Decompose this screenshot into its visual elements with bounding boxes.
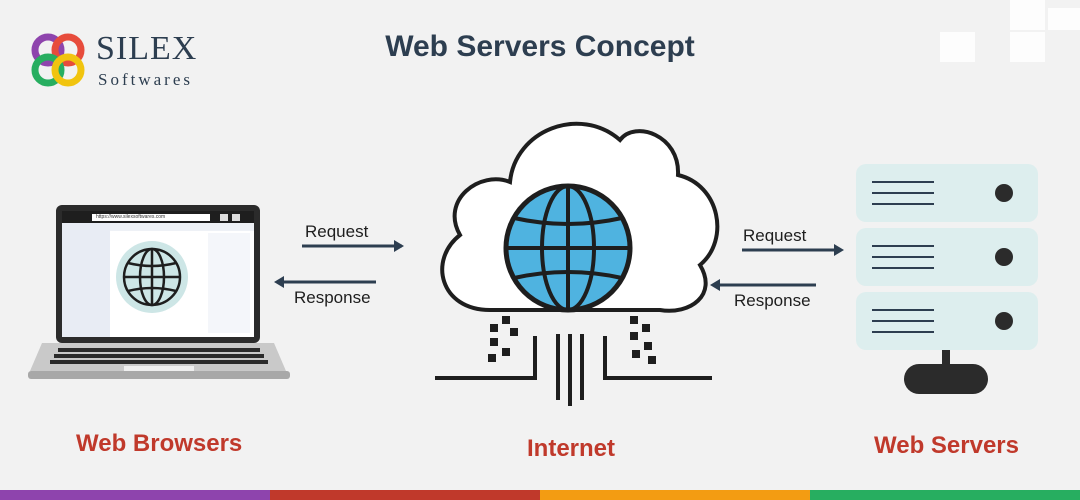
color-bar-purple	[0, 490, 270, 500]
cloud-icon	[435, 121, 720, 406]
page-title: Web Servers Concept	[385, 30, 695, 63]
brand-name: SILEX	[96, 30, 198, 67]
web-browsers-label: Web Browsers	[76, 430, 243, 457]
color-bar-orange	[540, 490, 810, 500]
decor-square	[1010, 0, 1045, 30]
browser-url[interactable]: https://www.silexsoftwares.com	[96, 214, 166, 220]
response-label-left: Response	[294, 288, 371, 307]
decor-square	[1010, 32, 1045, 62]
arrow-right-icon	[302, 240, 404, 252]
globe-icon	[503, 183, 633, 313]
arrow-left-icon	[274, 276, 376, 288]
web-servers-label: Web Servers	[874, 432, 1019, 459]
silex-logo[interactable]: SILEX Softwares	[26, 28, 216, 92]
arrow-right-icon	[742, 244, 844, 256]
internet-label: Internet	[527, 435, 616, 462]
laptop-icon	[28, 205, 290, 379]
decor-square	[940, 32, 975, 62]
color-bar-red	[270, 490, 540, 500]
color-bar-green	[810, 490, 1080, 500]
server-rack-icon	[856, 164, 1038, 394]
request-label-left: Request	[305, 222, 369, 241]
request-label-right: Request	[743, 226, 807, 245]
response-label-right: Response	[734, 291, 811, 310]
brand-subtitle: Softwares	[98, 70, 193, 89]
decor-square	[1048, 8, 1080, 30]
silex-logo-icon	[31, 33, 85, 87]
arrow-left-icon	[710, 279, 816, 291]
